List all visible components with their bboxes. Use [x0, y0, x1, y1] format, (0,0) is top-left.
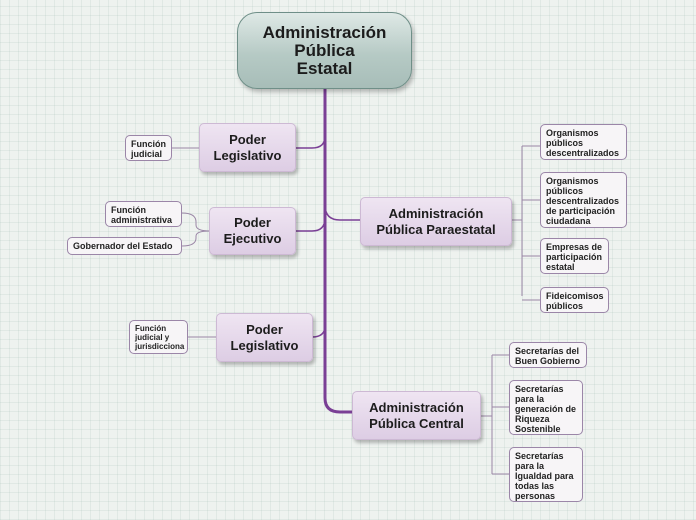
leaf-line: descentralizados	[546, 148, 620, 158]
root-node[interactable]: Administración Pública Estatal	[237, 12, 412, 89]
leaf-line: Organismos	[546, 128, 599, 138]
leaf-funcion-judicial[interactable]: Función judicial	[125, 135, 172, 161]
leaf-line: públicos	[546, 186, 584, 196]
node-poder-legislativo-1[interactable]: Poder Legislativo	[199, 123, 296, 172]
leaf-line: Función	[111, 205, 146, 215]
node-label-line2: Legislativo	[230, 337, 299, 353]
leaf-organismos-descentralizados[interactable]: Organismos públicos descentralizados	[540, 124, 627, 160]
leaf-line: Fideicomisos	[546, 291, 604, 301]
node-label-line1: Poder	[246, 321, 283, 337]
leaf-line: generación de	[515, 404, 577, 414]
node-label-line1: Poder	[234, 215, 271, 230]
leaf-line: públicos	[546, 301, 584, 311]
leaf-line: Empresas de	[546, 242, 603, 252]
leaf-line: públicos	[546, 138, 584, 148]
leaf-line: Secretarías	[515, 451, 564, 461]
leaf-line: descentralizados	[546, 196, 620, 206]
leaf-line: judicial	[131, 149, 163, 159]
leaf-line: personas	[515, 491, 556, 501]
node-label-line2: Pública Central	[369, 415, 464, 431]
leaf-fideicomisos-publicos[interactable]: Fideicomisos públicos	[540, 287, 609, 313]
leaf-line: Organismos	[546, 176, 599, 186]
node-label-line2: Ejecutivo	[223, 231, 282, 246]
leaf-line: Gobernador del Estado	[73, 241, 173, 251]
node-poder-legislativo-2[interactable]: Poder Legislativo	[216, 313, 313, 362]
leaf-funcion-judicial-jurisdiccional[interactable]: Función judicial y jurisdicciona	[129, 320, 188, 354]
node-label-line1: Poder	[229, 131, 266, 147]
leaf-line: todas las	[515, 481, 555, 491]
leaf-line: Riqueza	[515, 414, 550, 424]
root-line1: Administración	[262, 22, 387, 42]
leaf-gobernador[interactable]: Gobernador del Estado	[67, 237, 182, 255]
leaf-secretarias-riqueza-sostenible[interactable]: Secretarías para la generación de Riquez…	[509, 380, 583, 435]
leaf-organismos-participacion-ciudadana[interactable]: Organismos públicos descentralizados de …	[540, 172, 627, 228]
leaf-line: para la	[515, 394, 545, 404]
node-administracion-paraestatal[interactable]: Administración Pública Paraestatal	[360, 197, 512, 246]
leaf-line: administrativa	[111, 215, 173, 225]
root-line2: Pública	[294, 40, 355, 60]
leaf-line: de participación	[546, 206, 616, 216]
leaf-line: Sostenible	[515, 424, 561, 434]
leaf-empresas-participacion-estatal[interactable]: Empresas de participación estatal	[540, 238, 609, 274]
leaf-line: para la	[515, 461, 545, 471]
node-label-line2: Pública Paraestatal	[376, 221, 496, 237]
leaf-line: ciudadana	[546, 216, 591, 226]
node-label-line2: Legislativo	[213, 147, 282, 163]
leaf-secretarias-buen-gobierno[interactable]: Secretarías del Buen Gobierno	[509, 342, 587, 368]
leaf-line: Función	[131, 139, 166, 149]
leaf-line: Igualdad para	[515, 471, 574, 481]
leaf-line: participación	[546, 252, 603, 262]
leaf-line: jurisdicciona	[135, 342, 185, 351]
leaf-line: judicial y	[135, 333, 170, 342]
leaf-funcion-administrativa[interactable]: Función administrativa	[105, 201, 182, 227]
leaf-line: Secretarías	[515, 384, 564, 394]
node-label-line1: Administración	[388, 205, 484, 221]
leaf-line: estatal	[546, 262, 575, 272]
leaf-line: Buen Gobierno	[515, 356, 580, 366]
root-line3: Estatal	[296, 58, 353, 78]
leaf-secretarias-igualdad[interactable]: Secretarías para la Igualdad para todas …	[509, 447, 583, 502]
node-poder-ejecutivo[interactable]: Poder Ejecutivo	[209, 207, 296, 255]
leaf-line: Secretarías del	[515, 346, 580, 356]
node-label-line1: Administración	[369, 399, 464, 415]
leaf-line: Función	[135, 324, 167, 333]
node-administracion-central[interactable]: Administración Pública Central	[352, 391, 481, 440]
